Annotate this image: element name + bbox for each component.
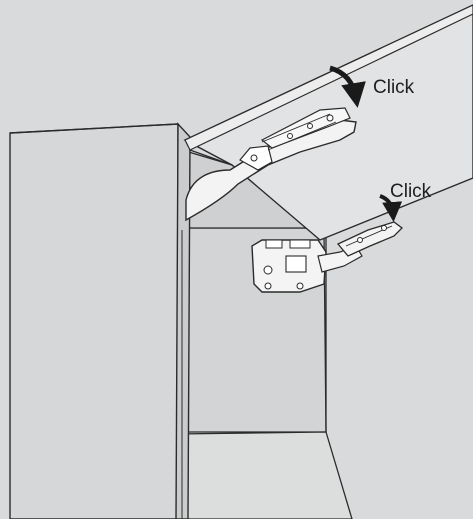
lower-hinge-arm [336,221,403,257]
upper-click-arrow-icon [329,65,366,108]
lower-click-arrow-icon [379,194,403,222]
cabinet-front-edge [175,122,191,519]
upper-hinge-arm [185,107,357,222]
cabinet-interior-floor [175,431,353,519]
cabinet-side-panel [9,123,179,519]
upper-click-label: Click [373,77,415,98]
door-panel-edge [184,4,473,151]
lower-click-label: Click [390,181,432,202]
